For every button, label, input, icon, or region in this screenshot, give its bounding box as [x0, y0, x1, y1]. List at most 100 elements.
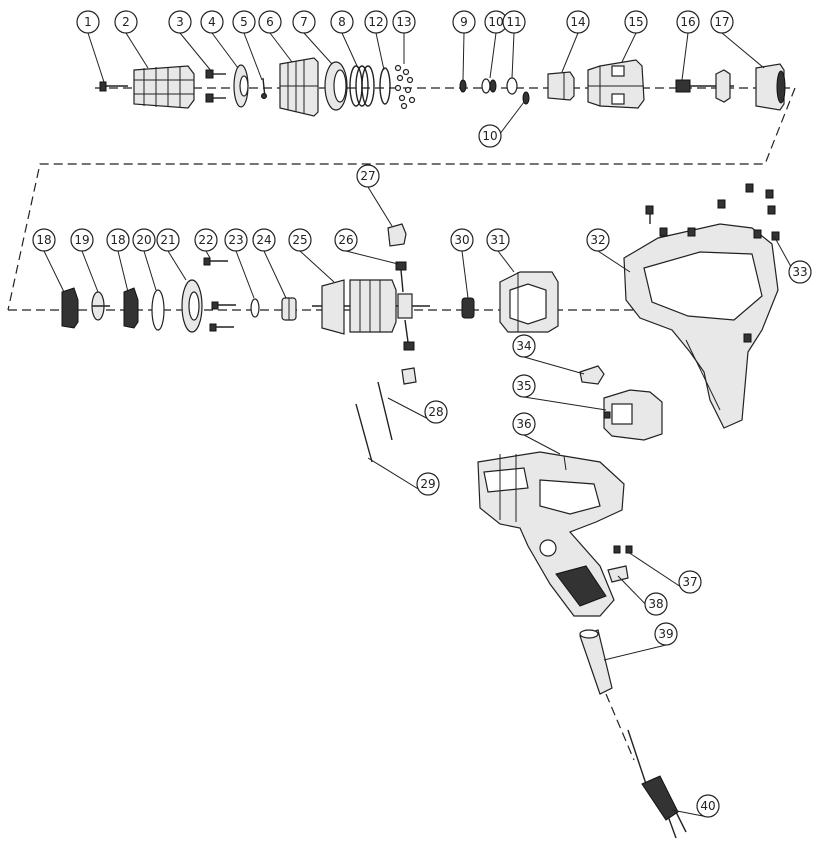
- callout-circle: [624, 10, 648, 34]
- callout-number: 1: [84, 15, 92, 29]
- leader-line: [621, 32, 637, 63]
- part-4-flange: [233, 64, 249, 108]
- callout-circle: [156, 228, 180, 252]
- leader-line: [81, 250, 99, 293]
- leader-line: [497, 250, 515, 273]
- callout-circle: [710, 10, 734, 34]
- callout-number: 39: [658, 627, 673, 641]
- callout-27: 27: [356, 164, 393, 227]
- callout-circle: [224, 228, 248, 252]
- leader-line: [462, 32, 465, 81]
- callout-28: 28: [387, 397, 448, 424]
- callout-number: 18: [36, 233, 51, 247]
- callout-23: 23: [224, 228, 255, 299]
- leader-line: [341, 32, 359, 69]
- callout-number: 21: [160, 233, 175, 247]
- part-21-baffle: [181, 279, 203, 333]
- leader-line: [375, 32, 385, 71]
- callout-number: 33: [792, 265, 807, 279]
- leader-line: [597, 250, 631, 273]
- callout-25: 25: [288, 228, 335, 283]
- part-5-pin: [261, 77, 267, 99]
- part-11-washer: [506, 77, 518, 95]
- part-38-cord-clamp: [607, 565, 629, 583]
- callout-number: 5: [240, 15, 248, 29]
- callout-circle: [330, 10, 354, 34]
- part-37-screws: [613, 545, 633, 554]
- callout-number: 4: [208, 15, 216, 29]
- callout-number: 16: [680, 15, 695, 29]
- leader-line: [681, 32, 689, 81]
- leader-line: [205, 250, 211, 259]
- callout-33: 33: [773, 235, 812, 284]
- callout-39: 39: [603, 622, 678, 661]
- leader-line: [87, 32, 105, 83]
- part-26-brush-holder: [395, 261, 415, 351]
- leader-line: [721, 32, 765, 69]
- callout-10: 10: [478, 101, 525, 148]
- callout-8: 8: [330, 10, 359, 69]
- callout-18: 18: [106, 228, 130, 293]
- callout-number: 22: [198, 233, 213, 247]
- part-9-washer: [459, 79, 467, 93]
- callout-circle: [512, 374, 536, 398]
- leader-line: [523, 356, 585, 375]
- leader-line: [243, 32, 263, 81]
- leader-line: [561, 32, 579, 73]
- callout-circle: [416, 472, 440, 496]
- leader-line: [143, 250, 157, 291]
- leader-line: [303, 32, 333, 65]
- callout-circle: [114, 10, 138, 34]
- callout-circle: [364, 10, 388, 34]
- callout-circle: [168, 10, 192, 34]
- callout-number: 38: [648, 597, 663, 611]
- callout-circle: [32, 228, 56, 252]
- callout-number: 14: [570, 15, 585, 29]
- callout-circle: [232, 10, 256, 34]
- leader-line: [523, 396, 607, 411]
- callout-number: 9: [460, 15, 468, 29]
- callout-6: 6: [258, 10, 293, 63]
- callout-number: 7: [300, 15, 308, 29]
- callout-12: 12: [364, 10, 388, 71]
- callout-circle: [424, 400, 448, 424]
- callout-13: 13: [392, 10, 416, 64]
- callout-circle: [450, 228, 474, 252]
- leader-line: [211, 32, 239, 69]
- callout-circle: [106, 228, 130, 252]
- callout-circle: [586, 228, 610, 252]
- leader-line: [489, 32, 497, 79]
- callout-circle: [76, 10, 100, 34]
- part-39-cord-sleeve: [579, 629, 613, 695]
- callout-circle: [194, 228, 218, 252]
- part-3-screws: [205, 69, 226, 103]
- callout-number: 6: [266, 15, 274, 29]
- callout-number: 32: [590, 233, 605, 247]
- leader-line: [235, 250, 255, 299]
- part-17-cover: [755, 63, 786, 111]
- callout-number: 15: [628, 15, 643, 29]
- part-35-switch: [603, 389, 663, 441]
- leader-line: [125, 32, 149, 69]
- part-27-brush-clip: [387, 223, 417, 385]
- callout-30: 30: [450, 228, 474, 299]
- callout-21: 21: [156, 228, 187, 281]
- callout-number: 26: [338, 233, 353, 247]
- callout-circle: [70, 228, 94, 252]
- power-cord-dashed: [605, 693, 649, 791]
- callout-circle: [512, 412, 536, 436]
- leader-line: [263, 250, 287, 299]
- callout-31: 31: [486, 228, 515, 273]
- callout-number: 29: [420, 477, 435, 491]
- part-12-ring: [379, 67, 391, 105]
- part-33-screws: [645, 183, 780, 343]
- leader-line: [511, 32, 515, 79]
- callout-circle: [678, 570, 702, 594]
- callout-32: 32: [586, 228, 631, 273]
- callout-number: 2: [122, 15, 130, 29]
- callout-circle: [788, 260, 812, 284]
- leader-line: [167, 250, 187, 281]
- callout-18: 18: [32, 228, 65, 293]
